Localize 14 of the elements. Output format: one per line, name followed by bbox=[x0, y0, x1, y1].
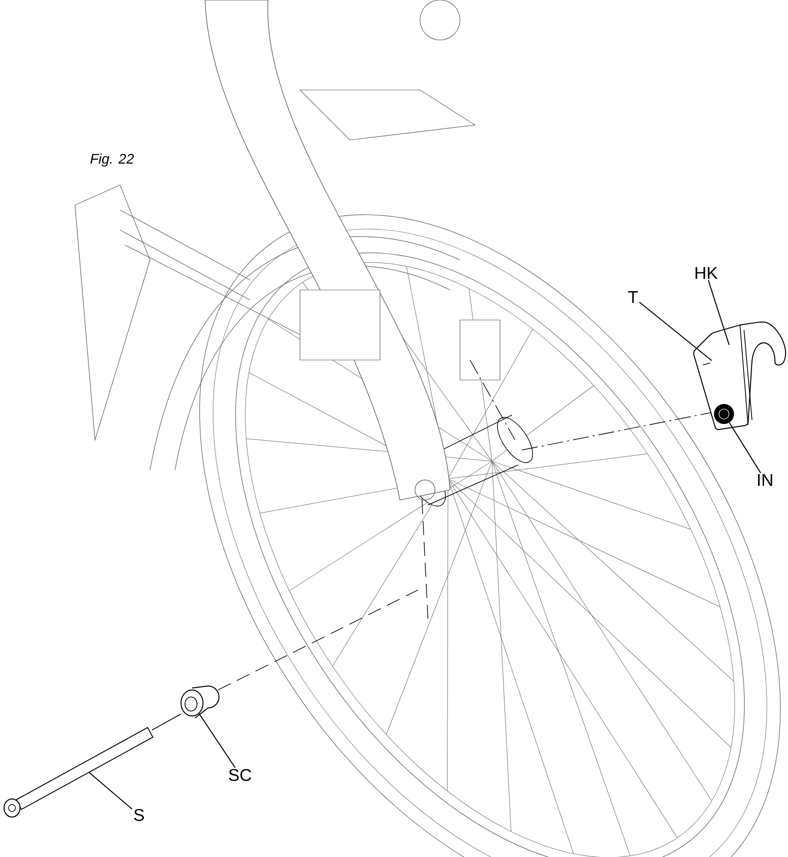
spacer-drawing bbox=[180, 686, 220, 718]
callout-letter: HK bbox=[696, 267, 718, 279]
leader-line bbox=[728, 422, 762, 474]
callout-letter: IN bbox=[758, 474, 772, 486]
figure-number: Fig. 22 bbox=[90, 153, 134, 167]
leader-line bbox=[198, 713, 236, 768]
insert-drawing bbox=[714, 404, 734, 424]
callout-letter: T bbox=[628, 291, 638, 303]
callout-letter: SC bbox=[228, 768, 252, 782]
leader-line bbox=[88, 772, 133, 810]
bracket-drawing bbox=[693, 322, 786, 430]
callout-letter: S bbox=[134, 808, 144, 822]
leader-line bbox=[708, 280, 730, 346]
leader-line bbox=[638, 302, 712, 362]
